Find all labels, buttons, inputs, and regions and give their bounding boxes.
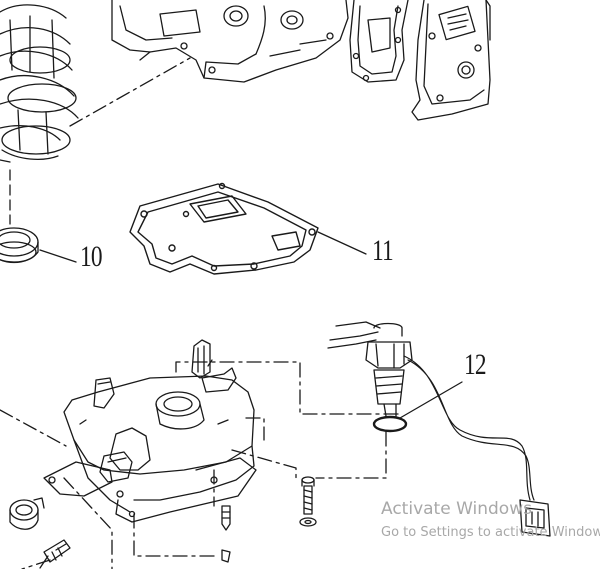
callout-line-10 — [39, 249, 77, 263]
hose-clamp — [9, 497, 45, 530]
small-fitting — [39, 539, 71, 569]
sensor-12 — [327, 321, 413, 433]
upper-gasket — [349, 0, 409, 83]
wire-connector — [519, 499, 551, 537]
leader-crank-to-block — [69, 57, 191, 127]
callout-line-12 — [399, 381, 463, 419]
crankshaft — [0, 4, 79, 163]
callout-line-11 — [317, 231, 367, 255]
activation-watermark-subtitle: Go to Settings to activate Windows. — [381, 525, 600, 540]
screw — [299, 476, 317, 527]
oil-seal — [0, 227, 39, 264]
activation-watermark-title: Activate Windows — [381, 499, 532, 519]
gasket-11 — [129, 182, 319, 275]
callout-label-11: 11 — [372, 234, 394, 267]
sensor-wire-harness — [403, 355, 535, 501]
side-cover — [411, 0, 491, 121]
callout-label-10: 10 — [80, 240, 103, 273]
lower-leaders — [0, 359, 401, 569]
valve-housing — [63, 339, 255, 513]
crankcase-block — [111, 0, 349, 83]
callout-label-12: 12 — [464, 348, 487, 381]
small-pin — [221, 505, 231, 563]
